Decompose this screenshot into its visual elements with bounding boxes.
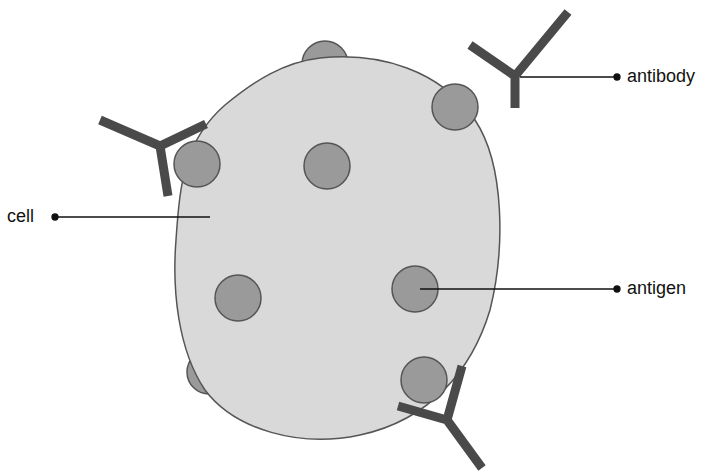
antigen-circle (401, 357, 447, 403)
antigen-circle (215, 275, 261, 321)
leader-dot (614, 286, 620, 292)
leader-line (420, 288, 617, 289)
part-label: cell (7, 207, 34, 225)
part-label: antigen (627, 279, 686, 297)
leader-dot (52, 214, 58, 220)
antibody-shape (470, 12, 568, 108)
antigen-circle (432, 84, 478, 130)
antigen-circle (174, 141, 220, 187)
leader-dot (614, 74, 620, 80)
antibody-shape (100, 120, 206, 196)
antibody-shape (398, 366, 482, 468)
leader-line (55, 216, 210, 217)
cell-body (175, 57, 500, 439)
part-label: antibody (627, 67, 695, 85)
leader-line (520, 76, 617, 77)
antigen-circle (304, 143, 350, 189)
